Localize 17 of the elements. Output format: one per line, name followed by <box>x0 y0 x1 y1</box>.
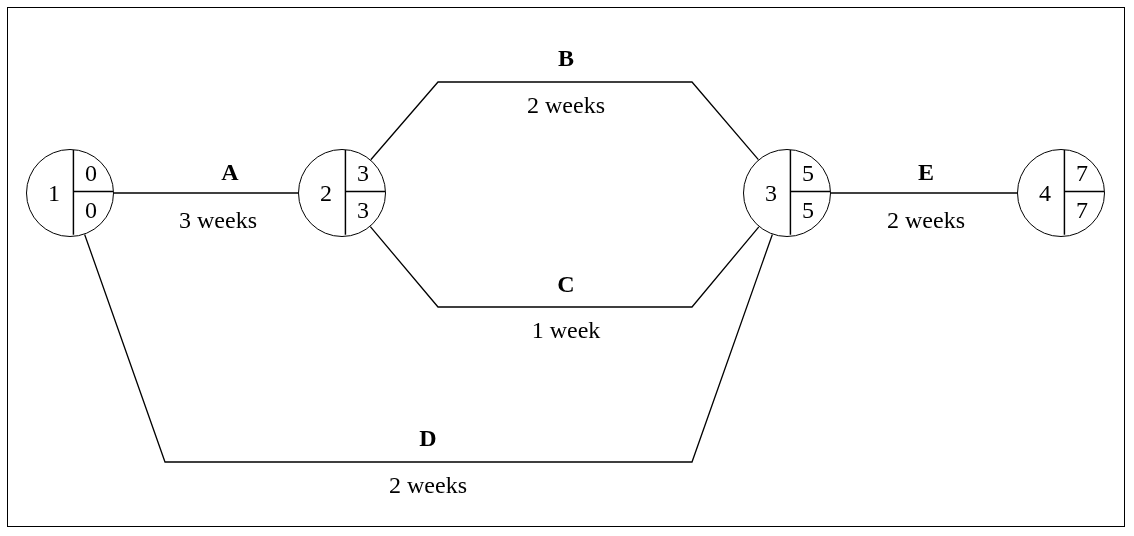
event-number: 1 <box>47 180 61 205</box>
event-number: 4 <box>1038 180 1052 205</box>
activity-line <box>84 233 773 463</box>
earliest-time: 7 <box>1075 161 1089 185</box>
earliest-time: 0 <box>84 161 98 185</box>
latest-time: 3 <box>356 198 370 222</box>
latest-time: 5 <box>801 198 815 222</box>
activity-line <box>113 192 299 194</box>
activity-line <box>830 192 1018 194</box>
latest-time: 7 <box>1075 198 1089 222</box>
earliest-time: 5 <box>801 161 815 185</box>
earliest-time: 3 <box>356 161 370 185</box>
latest-time: 0 <box>84 198 98 222</box>
event-number: 3 <box>764 180 778 205</box>
event-number: 2 <box>319 180 333 205</box>
activity-line <box>370 81 760 161</box>
activity-line <box>369 226 760 308</box>
